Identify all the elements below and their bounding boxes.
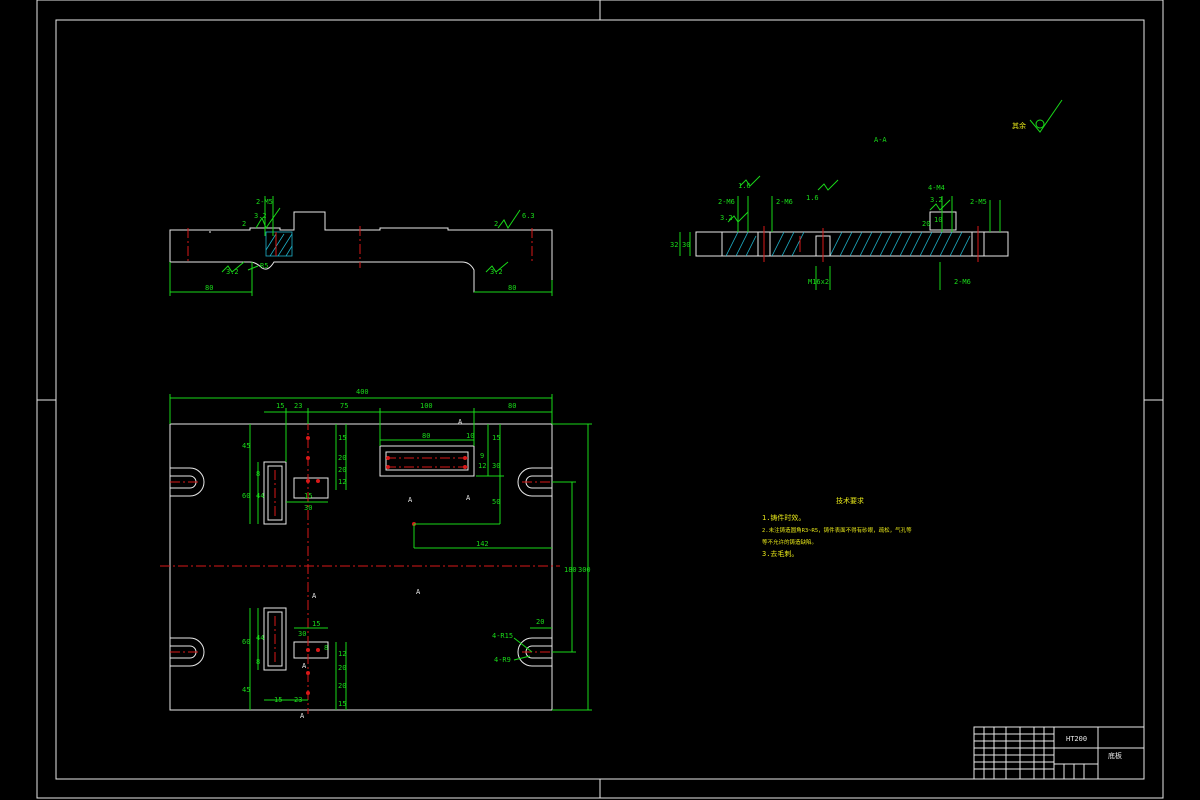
plan-d20-r: 20: [536, 618, 544, 626]
plan-d12-b: 12: [338, 650, 346, 658]
plan-d15-top: 15: [276, 402, 284, 410]
front-radius: R5: [260, 262, 268, 270]
plan-d45-bl: 45: [242, 686, 250, 694]
plan-sec-a4: A: [416, 588, 421, 596]
plan-d30-c: 30: [304, 504, 312, 512]
plan-d8-bl: 8: [256, 658, 260, 666]
plan-sec-a6: A: [302, 662, 307, 670]
technical-notes: 技术要求 1.铸件时效。 2.未注铸造圆角R3~R5，铸件表面不得有砂眼，疏松，…: [762, 496, 912, 558]
notes-line-3: 等不允许的铸造缺陷。: [762, 538, 817, 546]
plan-d180: 180: [564, 566, 577, 574]
front-dim-2-right: 2: [494, 220, 498, 228]
plan-d60-left: 60: [242, 492, 250, 500]
plan-d15-bl: 15: [274, 696, 282, 704]
plan-d15-b: 15: [312, 620, 320, 628]
section-hole-d: 2-M5: [970, 198, 987, 206]
section-hole-a: 2-M6: [718, 198, 735, 206]
section-hole-c: 4-M4: [928, 184, 945, 192]
title-name: 底板: [1108, 751, 1122, 760]
front-rough-left: 3.2: [254, 212, 267, 220]
plan-d44-left: 44: [256, 492, 264, 500]
plan-d15-v: 15: [338, 434, 346, 442]
plan-sec-a1: A: [458, 418, 463, 426]
plan-sec-a3: A: [408, 496, 413, 504]
section-thread-bottom: M16x2: [808, 278, 829, 286]
section-rough-c: 3.2: [930, 196, 943, 204]
section-hatch: [725, 231, 971, 257]
section-rough-a: 1.6: [738, 182, 751, 190]
section-rough-left: 3.2: [720, 214, 733, 222]
section-view: [679, 99, 1063, 290]
front-hole-left: 2-M5: [256, 198, 273, 206]
plan-view: [160, 394, 592, 714]
plan-d50: 50: [492, 498, 500, 506]
front-rough-right: 6.3: [522, 212, 535, 220]
plan-d20-b: 20: [338, 466, 346, 474]
front-view-labels: 2-M5 3.2 2 6.3 2 3.2 R5 3.2 80 80: [205, 198, 535, 292]
section-height-inner: 30: [682, 241, 690, 249]
plan-d8-left: 8: [256, 470, 260, 478]
plan-d20-c: 20: [338, 664, 346, 672]
notes-title: 技术要求: [836, 496, 864, 505]
plan-d80-top: 80: [508, 402, 516, 410]
notes-line-2: 2.未注铸造圆角R3~R5，铸件表面不得有砂眼，疏松，气孔等: [762, 526, 912, 534]
plan-d45-left: 45: [242, 442, 250, 450]
section-title: A-A: [874, 136, 887, 144]
notes-line-4: 3.去毛刺。: [762, 549, 798, 558]
title-material: HT200: [1066, 735, 1087, 743]
section-rough-b: 1.6: [806, 194, 819, 202]
title-block: HT200 底板: [973, 726, 1145, 780]
plan-d23-bl: 23: [294, 696, 302, 704]
plan-d20-a: 20: [338, 454, 346, 462]
plan-d15-c: 15: [304, 492, 312, 500]
plan-r15: 4-R15: [492, 632, 513, 640]
plan-r9: 4-R9: [494, 656, 511, 664]
plan-d60-bl: 60: [242, 638, 250, 646]
front-width-right: 80: [508, 284, 516, 292]
plan-d15-r: 15: [492, 434, 500, 442]
plan-d75: 75: [340, 402, 348, 410]
front-view: [169, 196, 553, 296]
plan-d142: 142: [476, 540, 489, 548]
plan-d20-d: 20: [338, 682, 346, 690]
section-labels: A-A 其余 1.6 1.6 2-M6 2-M6 4-M4 3.2 2-M5 3…: [670, 121, 1026, 286]
plan-d23-top: 23: [294, 402, 302, 410]
plan-sec-a7: A: [300, 712, 305, 720]
front-rough-bottom-left: 3.2: [226, 268, 239, 276]
section-hole-bottom: 2-M6: [954, 278, 971, 286]
plan-d9: 9: [480, 452, 484, 460]
plan-sec-a2: A: [466, 494, 471, 502]
sheet-frame: [36, 0, 1164, 799]
plan-d10: 10: [466, 432, 474, 440]
section-small-dim: 20: [922, 220, 930, 228]
front-dim-2-left: 2: [242, 220, 246, 228]
plan-total-width: 400: [356, 388, 369, 396]
plan-d15-bb: 15: [338, 700, 346, 708]
roughness-other: 其余: [1012, 121, 1026, 130]
section-hole-b: 2-M6: [776, 198, 793, 206]
plan-d80-slot: 80: [422, 432, 430, 440]
plan-d30-r: 30: [492, 462, 500, 470]
plan-d100: 100: [420, 402, 433, 410]
plan-d44-bl: 44: [256, 634, 264, 642]
plan-sec-a5: A: [312, 592, 317, 600]
plan-d300: 300: [578, 566, 591, 574]
front-width-left: 80: [205, 284, 213, 292]
section-height-outer: 32: [670, 241, 678, 249]
plan-d30-b: 30: [298, 630, 306, 638]
front-rough-bottom-right: 3.2: [490, 268, 503, 276]
plan-d12-c: 12: [338, 478, 346, 486]
section-small-dim2: 10: [934, 216, 942, 224]
plan-d12: 12: [478, 462, 486, 470]
plan-d8-b: 8: [324, 644, 328, 652]
notes-line-1: 1.铸件时效。: [762, 513, 805, 522]
plan-labels: 400 15 23 75 100 80 80 10 9 12 15 30 45 …: [242, 388, 591, 720]
